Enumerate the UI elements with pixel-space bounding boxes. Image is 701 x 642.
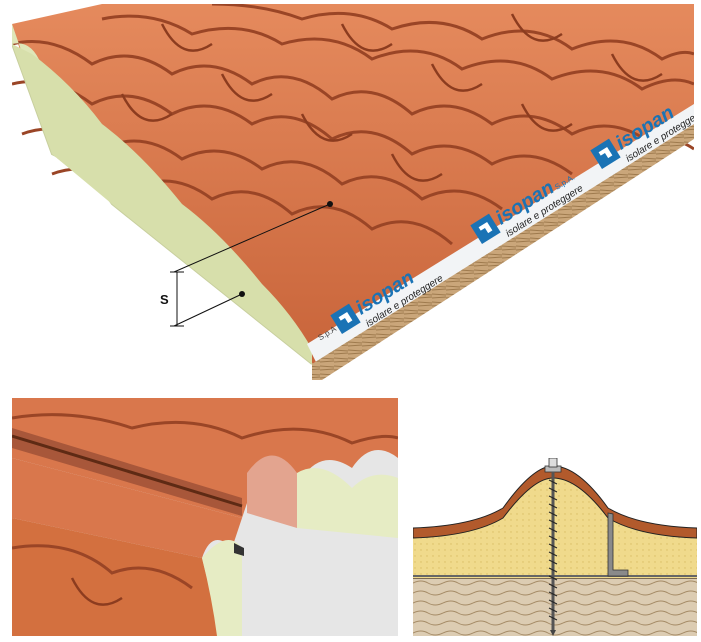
panel-joint-drawing (12, 398, 398, 636)
tile-surface (12, 4, 694, 364)
inner-sheet-lip (607, 512, 629, 577)
overlap-seam (12, 434, 243, 508)
foam-profile (12, 44, 312, 364)
dimension-point-top (327, 201, 333, 207)
lower-tiles (12, 458, 242, 558)
fixing-section-drawing (413, 458, 697, 636)
roof-panel-illustration: isopan isolare e proteggere S.p.A isopan… (12, 4, 694, 380)
fixing-section-illustration (413, 458, 697, 636)
foam-side-left (202, 540, 242, 636)
dimension-point-bottom (239, 291, 245, 297)
roof-panel-drawing: isopan isolare e proteggere S.p.A isopan… (12, 4, 694, 380)
foam-side-right (297, 468, 398, 538)
dimension-label: S (160, 292, 169, 307)
isopan-logo-icon (590, 138, 621, 169)
lower-tile-ridge (12, 544, 193, 590)
timber-support (413, 578, 697, 636)
wood-purlin (312, 124, 694, 380)
panel-joint-illustration (12, 398, 398, 636)
lower-tile-scallop (70, 577, 123, 606)
outer-tile-sheet (413, 465, 697, 539)
liner-band (307, 104, 694, 364)
upper-tile-ridge (12, 413, 398, 445)
insulation-core (413, 478, 697, 578)
dimension-annotation (170, 203, 331, 327)
cut-face (247, 455, 297, 528)
joint-clip (234, 543, 244, 556)
screw-icon (544, 458, 562, 636)
